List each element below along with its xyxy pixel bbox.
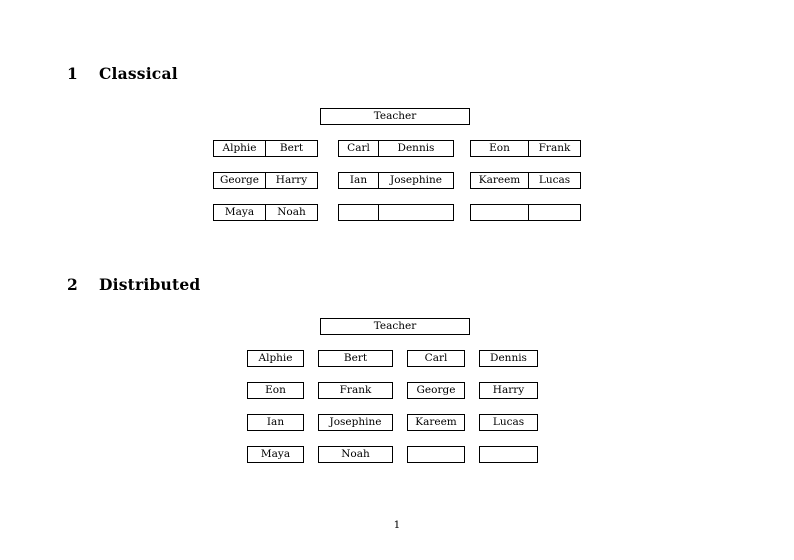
classical-group-c-row-2: Kareem Lucas <box>470 172 581 189</box>
table-cell: Lucas <box>528 172 581 189</box>
table-cell: Alphie <box>247 350 304 367</box>
section-number: 1 <box>67 64 78 83</box>
distributed-row-3: Ian Josephine Kareem Lucas <box>247 414 538 431</box>
classical-group-c-row-3 <box>470 204 581 221</box>
table-cell: Lucas <box>479 414 538 431</box>
table-cell-empty <box>407 446 465 463</box>
table-cell: Maya <box>213 204 266 221</box>
table-cell: Ian <box>247 414 304 431</box>
teacher-box-distributed: Teacher <box>320 318 470 335</box>
table-cell: Kareem <box>470 172 529 189</box>
classical-group-c-row-1: Eon Frank <box>470 140 581 157</box>
section-number: 2 <box>67 275 78 294</box>
table-cell: Noah <box>265 204 318 221</box>
teacher-box-classical: Teacher <box>320 108 470 125</box>
table-cell: Alphie <box>213 140 266 157</box>
classical-group-a-row-3: Maya Noah <box>213 204 318 221</box>
table-cell: Dennis <box>378 140 454 157</box>
section-heading-distributed: 2 Distributed <box>67 275 200 294</box>
table-cell: Frank <box>318 382 393 399</box>
table-cell-empty <box>470 204 529 221</box>
distributed-row-2: Eon Frank George Harry <box>247 382 538 399</box>
table-cell: Harry <box>479 382 538 399</box>
table-cell: Eon <box>247 382 304 399</box>
table-cell: Noah <box>318 446 393 463</box>
table-cell-empty <box>378 204 454 221</box>
table-cell: Frank <box>528 140 581 157</box>
page-number: 1 <box>393 519 401 531</box>
table-cell: Harry <box>265 172 318 189</box>
table-cell: Josephine <box>378 172 454 189</box>
table-cell: George <box>407 382 465 399</box>
classical-group-b-row-1: Carl Dennis <box>338 140 454 157</box>
table-cell: Maya <box>247 446 304 463</box>
table-cell: Kareem <box>407 414 465 431</box>
table-cell: Bert <box>265 140 318 157</box>
distributed-row-4: Maya Noah <box>247 446 538 463</box>
table-cell: Bert <box>318 350 393 367</box>
table-cell: Eon <box>470 140 529 157</box>
table-cell: Dennis <box>479 350 538 367</box>
section-heading-classical: 1 Classical <box>67 64 178 83</box>
table-cell: Carl <box>407 350 465 367</box>
distributed-row-1: Alphie Bert Carl Dennis <box>247 350 538 367</box>
section-title: Classical <box>99 64 178 83</box>
table-cell: Josephine <box>318 414 393 431</box>
classical-group-b-row-3 <box>338 204 454 221</box>
table-cell: George <box>213 172 266 189</box>
table-cell-empty <box>479 446 538 463</box>
classical-group-a-row-1: Alphie Bert <box>213 140 318 157</box>
table-cell: Carl <box>338 140 379 157</box>
classical-group-b-row-2: Ian Josephine <box>338 172 454 189</box>
section-title: Distributed <box>99 275 201 294</box>
table-cell-empty <box>528 204 581 221</box>
classical-group-a-row-2: George Harry <box>213 172 318 189</box>
table-cell: Ian <box>338 172 379 189</box>
table-cell-empty <box>338 204 379 221</box>
